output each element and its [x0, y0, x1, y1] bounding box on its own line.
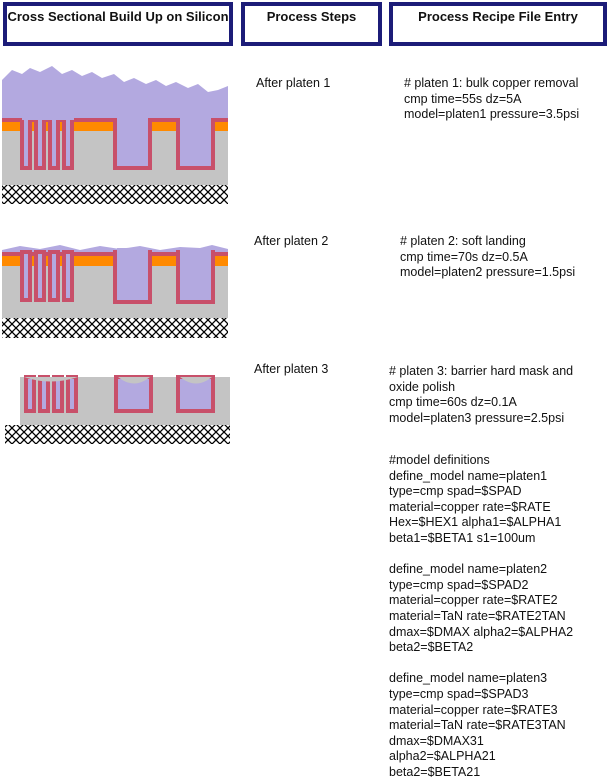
- substrate-hatch: [5, 425, 230, 444]
- header-process-steps-label: Process Steps: [266, 9, 357, 24]
- cross-section-platen3: [5, 375, 230, 444]
- step-label-platen3: After platen 3: [254, 362, 329, 376]
- cross-section-platen2: [2, 245, 228, 338]
- wide-trenches: [113, 116, 215, 170]
- step-label-platen2: After platen 2: [254, 234, 329, 248]
- header-recipe-entry-label: Process Recipe File Entry: [418, 9, 578, 24]
- wide-trenches: [113, 250, 215, 304]
- narrow-trenches: [20, 250, 74, 302]
- header-process-steps: Process Steps: [241, 2, 382, 46]
- substrate-hatch: [2, 185, 228, 204]
- substrate-hatch: [2, 318, 228, 338]
- cross-section-platen1: [2, 66, 228, 204]
- wide-trenches: [114, 375, 215, 413]
- step-label-platen1: After platen 1: [256, 76, 331, 90]
- header-cross-section-label: Cross Sectional Build Up on Silicon: [7, 9, 229, 24]
- model-definitions: #model definitions define_model name=pla…: [389, 453, 574, 779]
- recipe-platen2: # platen 2: soft landing cmp time=70s dz…: [400, 234, 576, 280]
- recipe-platen1: # platen 1: bulk copper removal cmp time…: [404, 76, 580, 122]
- header-recipe-entry: Process Recipe File Entry: [389, 2, 607, 46]
- header-cross-section: Cross Sectional Build Up on Silicon: [3, 2, 233, 46]
- recipe-platen3: # platen 3: barrier hard mask and oxide …: [389, 364, 574, 425]
